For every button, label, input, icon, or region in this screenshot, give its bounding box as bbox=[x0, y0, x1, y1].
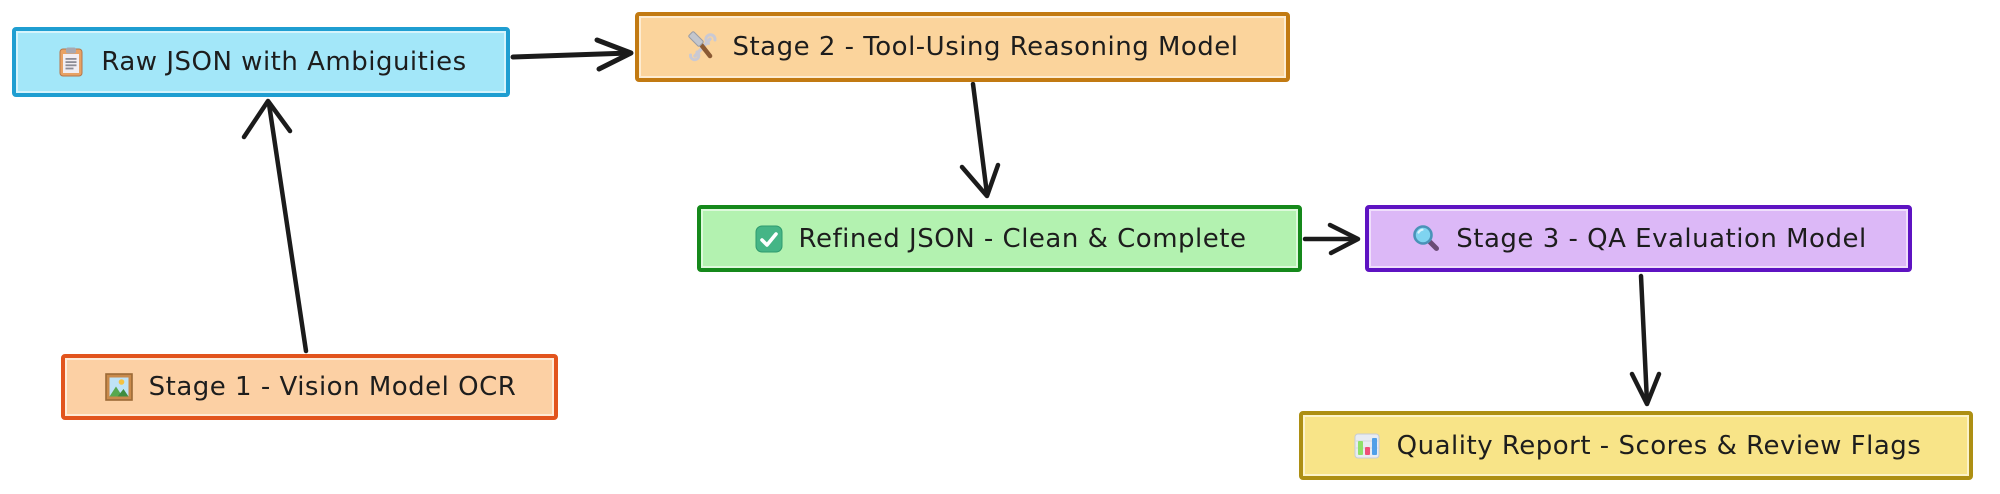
node-stage-3: Stage 3 - QA Evaluation Model bbox=[1365, 205, 1912, 272]
node-label: Stage 1 - Vision Model OCR bbox=[148, 372, 517, 402]
node-quality-report: Quality Report - Scores & Review Flags bbox=[1299, 411, 1973, 480]
check-icon bbox=[753, 223, 785, 255]
bar-chart-icon bbox=[1351, 430, 1383, 462]
arrow-rawjson-to-stage2 bbox=[510, 37, 634, 72]
node-label: Stage 3 - QA Evaluation Model bbox=[1456, 223, 1867, 254]
node-label: Quality Report - Scores & Review Flags bbox=[1396, 430, 1922, 461]
arrow-refinedjson-to-stage3 bbox=[1302, 222, 1361, 256]
node-stage-2: Stage 2 - Tool-Using Reasoning Model bbox=[635, 12, 1290, 82]
node-stage-1: Stage 1 - Vision Model OCR bbox=[61, 354, 558, 420]
node-label: Stage 2 - Tool-Using Reasoning Model bbox=[732, 32, 1239, 62]
node-label: Raw JSON with Ambiguities bbox=[101, 47, 467, 77]
arrow-stage2-to-refinedjson bbox=[959, 81, 1001, 199]
magnifier-icon bbox=[1410, 223, 1442, 255]
node-label: Refined JSON - Clean & Complete bbox=[798, 223, 1247, 254]
arrow-stage1-to-rawjson bbox=[241, 98, 309, 354]
picture-icon bbox=[103, 371, 135, 403]
clipboard-icon bbox=[55, 46, 87, 78]
node-refined-json: Refined JSON - Clean & Complete bbox=[697, 205, 1302, 272]
tools-icon bbox=[686, 31, 718, 63]
node-raw-json: Raw JSON with Ambiguities bbox=[12, 27, 510, 97]
arrow-stage3-to-qualityreport bbox=[1629, 273, 1662, 407]
